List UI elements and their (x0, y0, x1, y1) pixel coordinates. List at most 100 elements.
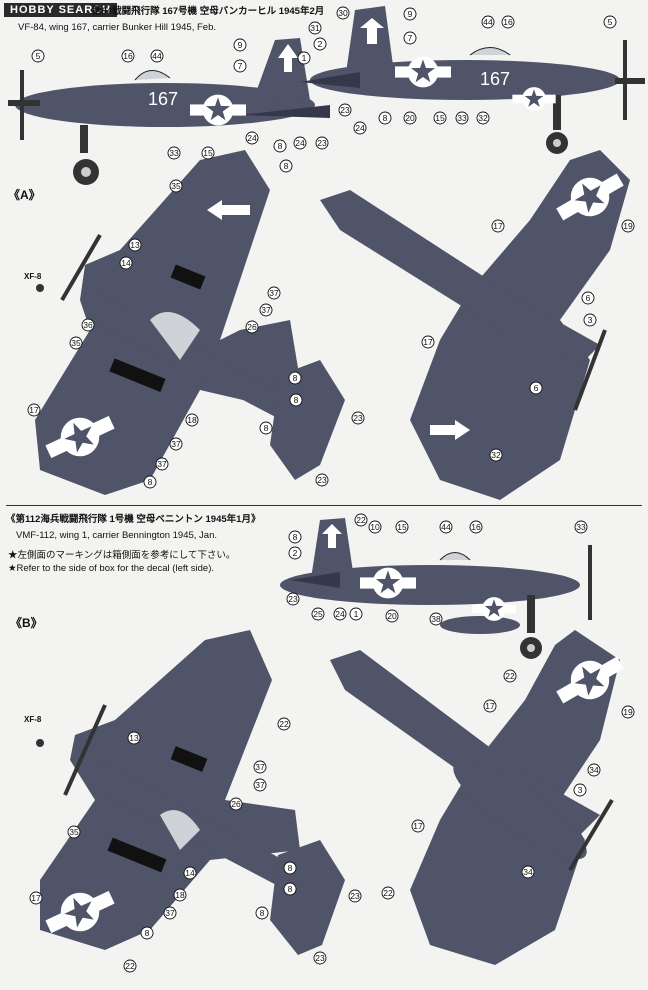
svg-text:38: 38 (431, 614, 441, 624)
callout: 35 (69, 336, 83, 350)
svg-text:22: 22 (505, 671, 515, 681)
svg-text:23: 23 (317, 138, 327, 148)
svg-text:22: 22 (125, 961, 135, 971)
bottom-view-a (320, 150, 630, 500)
svg-text:5: 5 (36, 51, 41, 61)
callout: 3 (573, 783, 587, 797)
svg-text:44: 44 (483, 17, 493, 27)
svg-text:26: 26 (231, 799, 241, 809)
scheme-a-title-jp: 第84戦闘飛行隊 167号機 空母バンカーヒル 1945年2月 (92, 6, 325, 17)
callout: 37 (253, 760, 267, 774)
svg-text:26: 26 (247, 322, 257, 332)
callout: 19 (621, 219, 635, 233)
callout: 8 (288, 371, 302, 385)
callout: 16 (469, 520, 483, 534)
callout: 25 (311, 607, 325, 621)
callout: 5 (603, 15, 617, 29)
svg-text:24: 24 (295, 138, 305, 148)
svg-text:3: 3 (588, 315, 593, 325)
svg-text:37: 37 (171, 439, 181, 449)
callout: 33 (455, 111, 469, 125)
callout: 26 (229, 797, 243, 811)
callout: 9 (403, 7, 417, 21)
callout: 37 (259, 303, 273, 317)
callout: 8 (378, 111, 392, 125)
svg-text:22: 22 (279, 719, 289, 729)
svg-text:23: 23 (353, 413, 363, 423)
callout: 24 (333, 607, 347, 621)
svg-text:31: 31 (310, 23, 320, 33)
callout: 13 (127, 731, 141, 745)
callout: 1 (297, 51, 311, 65)
callout: 8 (273, 139, 287, 153)
callout: 32 (476, 111, 490, 125)
callout: 17 (483, 699, 497, 713)
section-divider (6, 505, 642, 506)
svg-text:13: 13 (129, 733, 139, 743)
scheme-a-label: 《A》 (8, 188, 41, 202)
svg-text:6: 6 (586, 293, 591, 303)
svg-text:1: 1 (354, 609, 359, 619)
svg-text:36: 36 (83, 320, 93, 330)
svg-text:2: 2 (318, 39, 323, 49)
callout: 15 (201, 146, 215, 160)
callout: 23 (348, 889, 362, 903)
callout: 34 (521, 865, 535, 879)
callout: 8 (283, 861, 297, 875)
callout: 33 (574, 520, 588, 534)
callout: 37 (253, 778, 267, 792)
svg-text:17: 17 (29, 405, 39, 415)
side-view-b (280, 518, 592, 659)
callout: 26 (245, 320, 259, 334)
svg-text:23: 23 (317, 475, 327, 485)
callout: 8 (288, 530, 302, 544)
top-view-b (36, 630, 345, 955)
callout: 37 (267, 286, 281, 300)
scheme-b-label: 《B》 (10, 616, 43, 630)
callout: 30 (336, 6, 350, 20)
svg-text:33: 33 (169, 148, 179, 158)
svg-text:35: 35 (69, 827, 79, 837)
callout: 20 (403, 111, 417, 125)
callout: 32 (489, 448, 503, 462)
svg-text:32: 32 (478, 113, 488, 123)
svg-text:16: 16 (503, 17, 513, 27)
callout: 38 (429, 612, 443, 626)
svg-text:8: 8 (145, 928, 150, 938)
scheme-b-xf-label: XF-8 (24, 715, 42, 724)
svg-text:35: 35 (171, 181, 181, 191)
svg-text:30: 30 (338, 8, 348, 18)
svg-text:37: 37 (255, 762, 265, 772)
bottom-view-b (330, 630, 630, 965)
svg-text:7: 7 (408, 33, 413, 43)
svg-text:8: 8 (260, 908, 265, 918)
callout: 24 (353, 121, 367, 135)
callout: 18 (173, 888, 187, 902)
svg-text:24: 24 (335, 609, 345, 619)
svg-text:16: 16 (471, 522, 481, 532)
callout: 17 (29, 891, 43, 905)
svg-text:15: 15 (435, 113, 445, 123)
svg-text:37: 37 (165, 908, 175, 918)
callout: 3 (583, 313, 597, 327)
svg-text:8: 8 (278, 141, 283, 151)
callout: 35 (67, 825, 81, 839)
callout: 14 (183, 866, 197, 880)
callout: 1 (349, 607, 363, 621)
svg-text:44: 44 (152, 51, 162, 61)
svg-text:8: 8 (293, 532, 298, 542)
svg-text:8: 8 (284, 161, 289, 171)
top-view-a (35, 150, 345, 495)
svg-text:34: 34 (523, 867, 533, 877)
svg-text:32: 32 (491, 450, 501, 460)
svg-text:17: 17 (31, 893, 41, 903)
callout: 15 (395, 520, 409, 534)
side-view-a-left (8, 38, 330, 185)
callout: 14 (119, 256, 133, 270)
callout: 36 (81, 318, 95, 332)
callout: 9 (233, 38, 247, 52)
scheme-b-note-jp: ★左側面のマーキングは箱側面を参考にして下さい。 (8, 550, 236, 561)
svg-text:8: 8 (148, 477, 153, 487)
svg-text:23: 23 (288, 594, 298, 604)
